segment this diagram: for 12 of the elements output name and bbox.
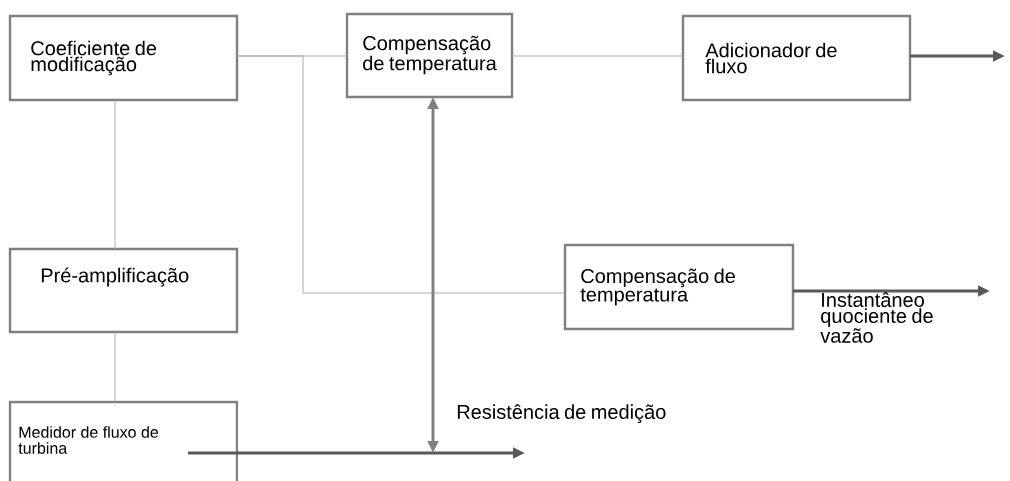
connector-line [114, 331, 116, 403]
annotation-text: Resistência de medição [457, 404, 666, 424]
process-box: Pré-amplificação [8, 247, 239, 334]
process-box: Compensação de temperatura [345, 12, 514, 99]
connector-line [511, 55, 684, 57]
process-box: Compensação de temperatura [563, 243, 795, 331]
process-box: Medidor de fluxo de turbina [8, 400, 239, 481]
connector-line [236, 55, 566, 294]
process-box: Adicionador de fluxo [681, 14, 912, 102]
annotation-text: Instantâneo quociente de vazão [820, 292, 933, 343]
process-box: Coeficiente de modificação [8, 14, 239, 102]
connector-line [114, 99, 116, 250]
